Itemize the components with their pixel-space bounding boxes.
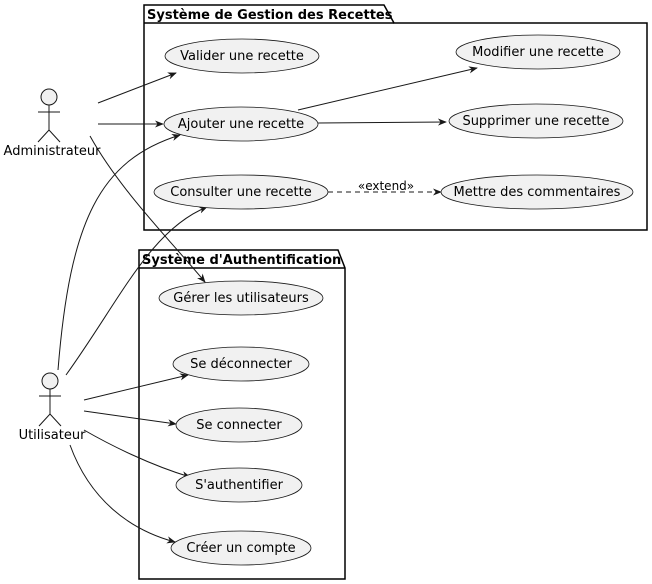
usecase-label: Se déconnecter	[190, 357, 292, 372]
usecase-label: Créer un compte	[186, 541, 295, 556]
usecase-label: Gérer les utilisateurs	[173, 291, 309, 306]
edge-user-connecter	[83, 410, 177, 427]
actor-administrateur: Administrateur	[4, 88, 102, 159]
package-auth-title: Système d'Authentification	[142, 253, 341, 268]
usecase-label: Ajouter une recette	[178, 117, 304, 132]
actor-utilisateur: Utilisateur	[19, 372, 87, 443]
actor-legs	[37, 129, 61, 143]
usecase-ellipse	[170, 530, 312, 566]
usecase-connecter: Se connecter	[175, 407, 303, 443]
actor-head	[41, 372, 59, 390]
usecase-label: Modifier une recette	[472, 45, 604, 60]
usecase-gerer: Gérer les utilisateurs	[158, 280, 324, 316]
usecase-ellipse	[163, 106, 319, 142]
usecase-supprimer: Supprimer une recette	[448, 103, 624, 139]
usecase-deconnecter: Se déconnecter	[172, 346, 310, 382]
usecase-commenter: Mettre des commentaires	[440, 174, 634, 210]
edge-user-authentifier	[83, 429, 191, 479]
usecase-ellipse	[440, 174, 634, 210]
extend-label: «extend»	[358, 179, 414, 193]
usecase-label: Consulter une recette	[170, 185, 311, 200]
edge-ajouter-modifier	[297, 66, 478, 111]
actor-utilisateur-label: Utilisateur	[19, 428, 87, 443]
usecase-ellipse	[455, 34, 621, 70]
usecase-ellipse	[153, 174, 329, 210]
edge-user-ajouter	[57, 133, 181, 371]
usecase-ellipse	[172, 346, 310, 382]
edge-user-deconnecter	[83, 373, 189, 401]
edge-admin-gerer	[89, 135, 206, 283]
usecase-valider: Valider une recette	[164, 38, 320, 74]
usecase-label: Supprimer une recette	[462, 114, 609, 129]
usecase-ellipse	[175, 467, 303, 503]
usecase-label: Valider une recette	[180, 49, 304, 64]
actor-legs	[38, 413, 62, 427]
edge-admin-valider	[97, 72, 177, 104]
usecase-ellipse	[158, 280, 324, 316]
actor-head	[40, 88, 58, 106]
package-recettes-title: Système de Gestion des Recettes	[147, 8, 393, 23]
usecase-label: S'authentifier	[195, 478, 284, 493]
edge-user-creer	[69, 444, 176, 544]
usecase-ellipse	[175, 407, 303, 443]
usecase-authentifier: S'authentifier	[175, 467, 303, 503]
usecase-creer: Créer un compte	[170, 530, 312, 566]
usecase-label: Mettre des commentaires	[454, 185, 621, 200]
usecase-consulter: Consulter une recette	[153, 174, 329, 210]
edge-user-consulter	[65, 206, 208, 376]
edge-ajouter-supprimer	[317, 118, 447, 126]
actor-administrateur-label: Administrateur	[4, 144, 102, 159]
usecase-label: Se connecter	[196, 418, 282, 433]
relations: «extend»	[57, 66, 478, 544]
usecase-ellipse	[164, 38, 320, 74]
usecase-ajouter: Ajouter une recette	[163, 106, 319, 142]
usecase-modifier: Modifier une recette	[455, 34, 621, 70]
usecase-ellipse	[448, 103, 624, 139]
